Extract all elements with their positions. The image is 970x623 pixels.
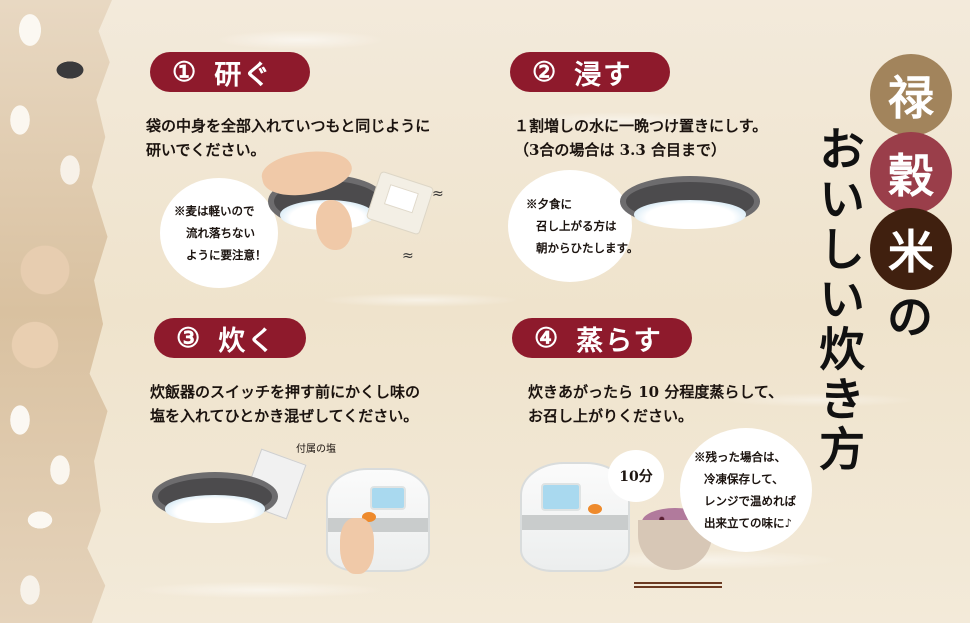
note-line: ※残った場合は、 — [694, 450, 786, 464]
note-line: ように要注意！ — [186, 248, 267, 262]
title-char-mai: 米 — [870, 208, 952, 290]
title-char-roku: 禄 — [870, 54, 952, 136]
step-2-number: ② — [532, 56, 559, 88]
step-1-line-1: 袋の中身を全部入れていつもと同じように — [146, 117, 431, 135]
step-2-title: 浸す — [574, 59, 633, 91]
step-4-number: ④ — [534, 322, 561, 354]
salt-callout-label: 付属の塩 — [296, 444, 336, 455]
step-4-text: 炊きあがったら 10 分程度蒸らして、 お召し上がりください。 — [528, 380, 783, 428]
note-line: ※夕食に — [526, 197, 572, 211]
step-4-note-bubble: ※残った場合は、 冷凍保存して、 レンジで温めれば 出来立ての味に♪ — [680, 428, 812, 552]
note-line: レンジで温めれば — [704, 494, 796, 508]
step-4-line-2: お召し上がりください。 — [528, 407, 694, 425]
shake-mark-icon: ≈ — [432, 186, 444, 202]
step-1-line-2: 研いでください。 — [146, 141, 266, 159]
title-subtitle: おいしい炊き方 — [812, 125, 866, 475]
step-4-title: 蒸らす — [576, 325, 663, 357]
step-2-text: １割増しの水に一晩つけ置きにしす。 （3合の場合は 3.3 合目まで） — [514, 114, 767, 162]
step-1-title: 研ぐ — [214, 59, 273, 91]
step-4-line-1: 炊きあがったら 10 分程度蒸らして、 — [528, 383, 784, 401]
step-3-line-2: 塩を入れてひとかき混ぜしてください。 — [150, 407, 419, 425]
note-line: 流れ落ちない — [186, 226, 255, 240]
rice-pot-cook-illustration — [152, 472, 278, 578]
step-2-line-2: （3合の場合は 3.3 合目まで） — [514, 141, 726, 159]
note-line: 朝からひたします。 — [536, 241, 639, 255]
rice-pot-soak-illustration — [620, 176, 760, 286]
step-1-heading: ① 研ぐ — [150, 52, 310, 92]
rice-cooker-illustration — [326, 468, 430, 572]
timer-10min-bubble: 10分 — [608, 450, 664, 502]
step-3-title: 炊く — [218, 325, 277, 357]
step-3-number: ③ — [176, 322, 203, 354]
title-particle: の — [887, 290, 937, 344]
pointing-hand-illustration — [340, 518, 374, 574]
shake-mark-icon: ≈ — [402, 248, 414, 264]
step-1-text: 袋の中身を全部入れていつもと同じように 研いでください。 — [146, 114, 430, 162]
step-2-heading: ② 浸す — [510, 52, 670, 92]
step-1-number: ① — [172, 56, 199, 88]
note-line: 冷凍保存して、 — [704, 472, 784, 486]
step-3-text: 炊飯器のスイッチを押す前にかくし味の 塩を入れてひとかき混ぜしてください。 — [150, 380, 420, 428]
step-3-line-1: 炊飯器のスイッチを押す前にかくし味の — [150, 383, 421, 401]
step-3-heading: ③ 炊く — [154, 318, 306, 358]
step-1-note-bubble: ※麦は軽いので 流れ落ちない ように要注意！ — [160, 178, 278, 288]
hand-illustration — [316, 200, 352, 250]
grain-photo-strip — [0, 0, 112, 623]
chopsticks-illustration — [634, 582, 722, 588]
note-line: 召し上がる方は — [536, 219, 617, 233]
step-2-line-1: １割増しの水に一晩つけ置きにしす。 — [514, 117, 768, 135]
note-line: ※麦は軽いので — [174, 204, 255, 218]
note-line: 出来立ての味に♪ — [704, 516, 792, 530]
step-2-note-bubble: ※夕食に 召し上がる方は 朝からひたします。 — [508, 170, 639, 282]
title-char-koku: 穀 — [870, 132, 952, 214]
step-4-heading: ④ 蒸らす — [512, 318, 692, 358]
